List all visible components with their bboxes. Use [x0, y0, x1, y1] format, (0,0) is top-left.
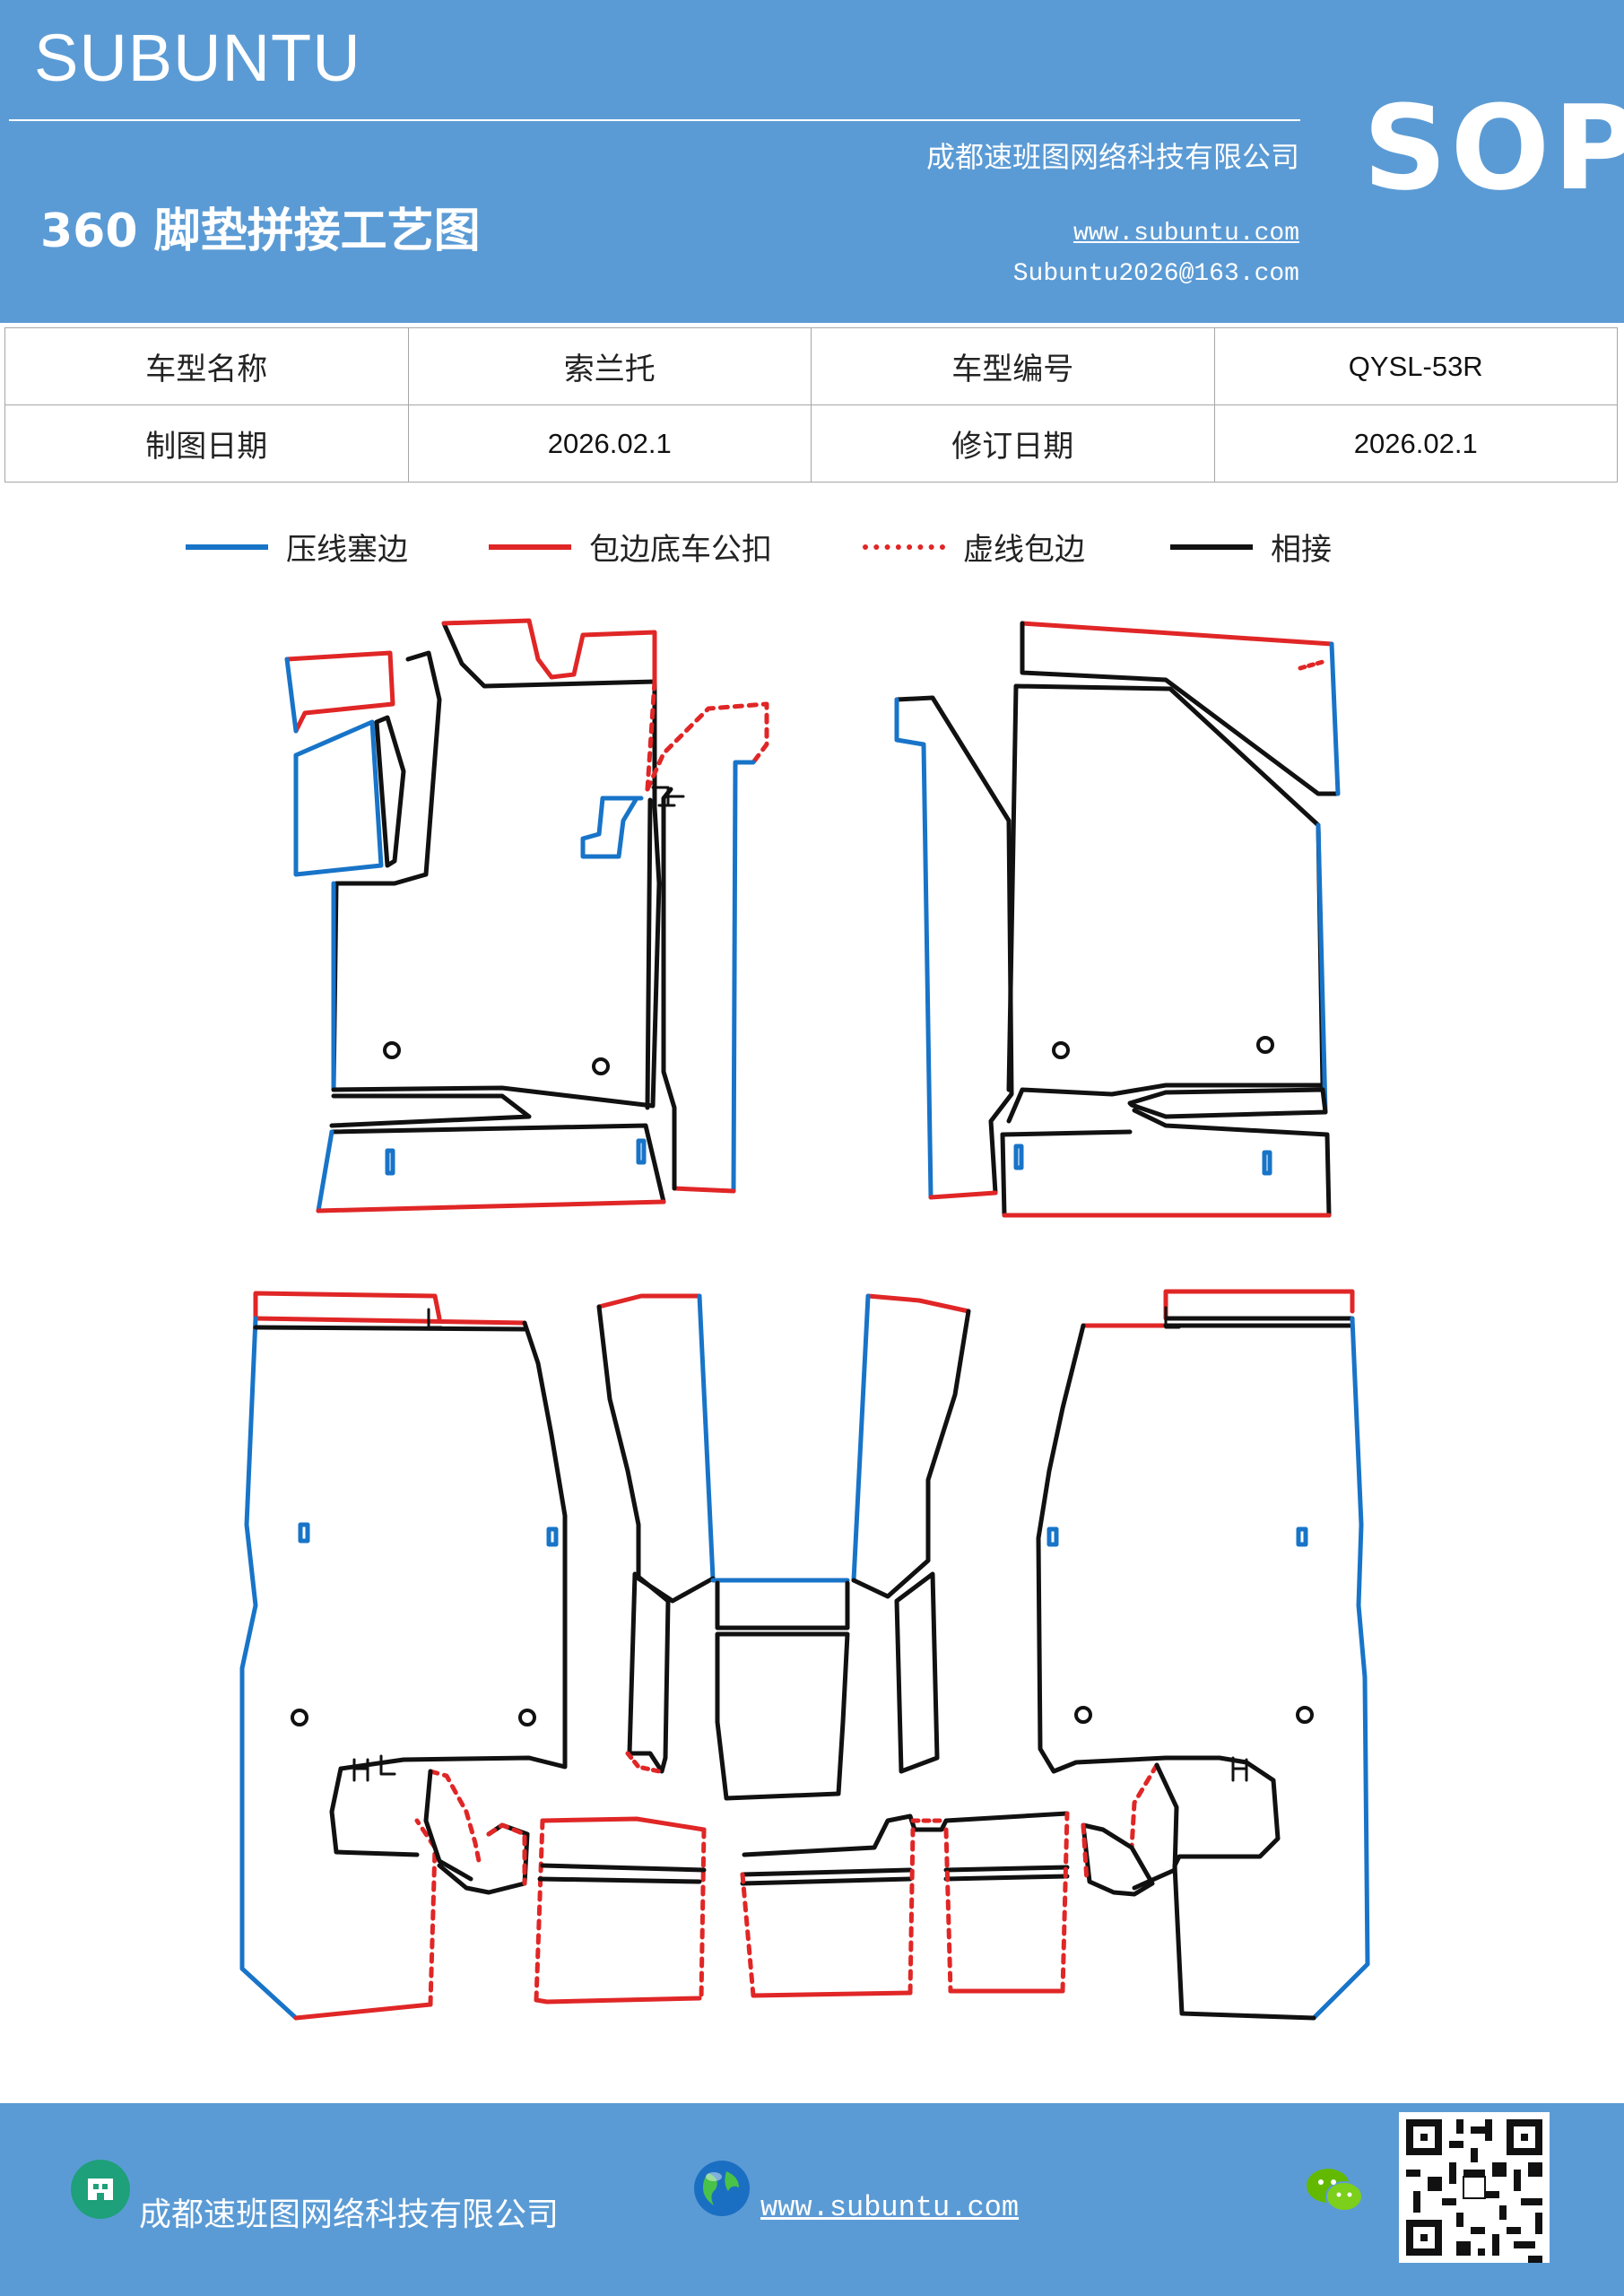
sop-badge: SOP [1363, 80, 1624, 216]
vehicle-info-table: 车型名称 索兰托 车型编号 QYSL-53R 制图日期 2026.02.1 修订… [4, 327, 1618, 483]
footer-banner: 成都速班图网络科技有限公司 www.subuntu.com [0, 2103, 1624, 2296]
email-address: Subuntu2026@163.com [1012, 260, 1299, 288]
model-name-value: 索兰托 [407, 327, 812, 405]
legend-swatch-black [1170, 544, 1253, 550]
globe-icon [694, 2161, 750, 2216]
qr-code [1399, 2112, 1550, 2263]
wechat-icon [1307, 2169, 1363, 2212]
legend-item-black: 相接 [1170, 525, 1332, 569]
brand-name: SUBUNTU [34, 21, 361, 95]
table-row: 制图日期 2026.02.1 修订日期 2026.02.1 [4, 404, 1618, 483]
legend-label: 虚线包边 [963, 532, 1085, 568]
mat-front-left [284, 618, 769, 1213]
header-banner: SUBUNTU 成都速班图网络科技有限公司 360 脚垫拼接工艺图 www.su… [0, 0, 1624, 323]
mat-rear-center [534, 1293, 1070, 2005]
legend-label: 相接 [1271, 532, 1332, 568]
legend-item-dotted: 虚线包边 [863, 525, 1085, 569]
mat-rear-left [239, 1291, 568, 2021]
legend-swatch-red [489, 544, 571, 550]
model-name-label: 车型名称 [4, 327, 409, 405]
legend-item-blue: 压线塞边 [186, 525, 408, 569]
mat-front-right [894, 621, 1341, 1218]
draw-date-label: 制图日期 [4, 404, 409, 483]
document-title: 360 脚垫拼接工艺图 [40, 204, 481, 258]
footer-website[interactable]: www.subuntu.com [760, 2191, 1020, 2224]
revise-date-value: 2026.02.1 [1213, 404, 1618, 483]
company-name: 成都速班图网络科技有限公司 [925, 140, 1299, 174]
table-row: 车型名称 索兰托 车型编号 QYSL-53R [4, 327, 1618, 405]
footer-company: 成都速班图网络科技有限公司 [139, 2196, 560, 2233]
model-code-label: 车型编号 [811, 327, 1215, 405]
mat-rear-right [1036, 1289, 1370, 2021]
revise-date-label: 修订日期 [811, 404, 1215, 483]
model-code-value: QYSL-53R [1213, 327, 1618, 405]
header-divider [9, 119, 1300, 121]
legend-swatch-blue [186, 544, 268, 550]
draw-date-value: 2026.02.1 [407, 404, 812, 483]
legend-label: 包边底车公扣 [589, 532, 772, 568]
legend-item-red: 包边底车公扣 [489, 525, 772, 569]
website-link[interactable]: www.subuntu.com [1073, 220, 1299, 248]
floor-mat-diagram [239, 618, 1370, 2021]
building-icon [71, 2160, 130, 2219]
legend-swatch-dotted [863, 544, 945, 550]
legend-label: 压线塞边 [286, 532, 408, 568]
